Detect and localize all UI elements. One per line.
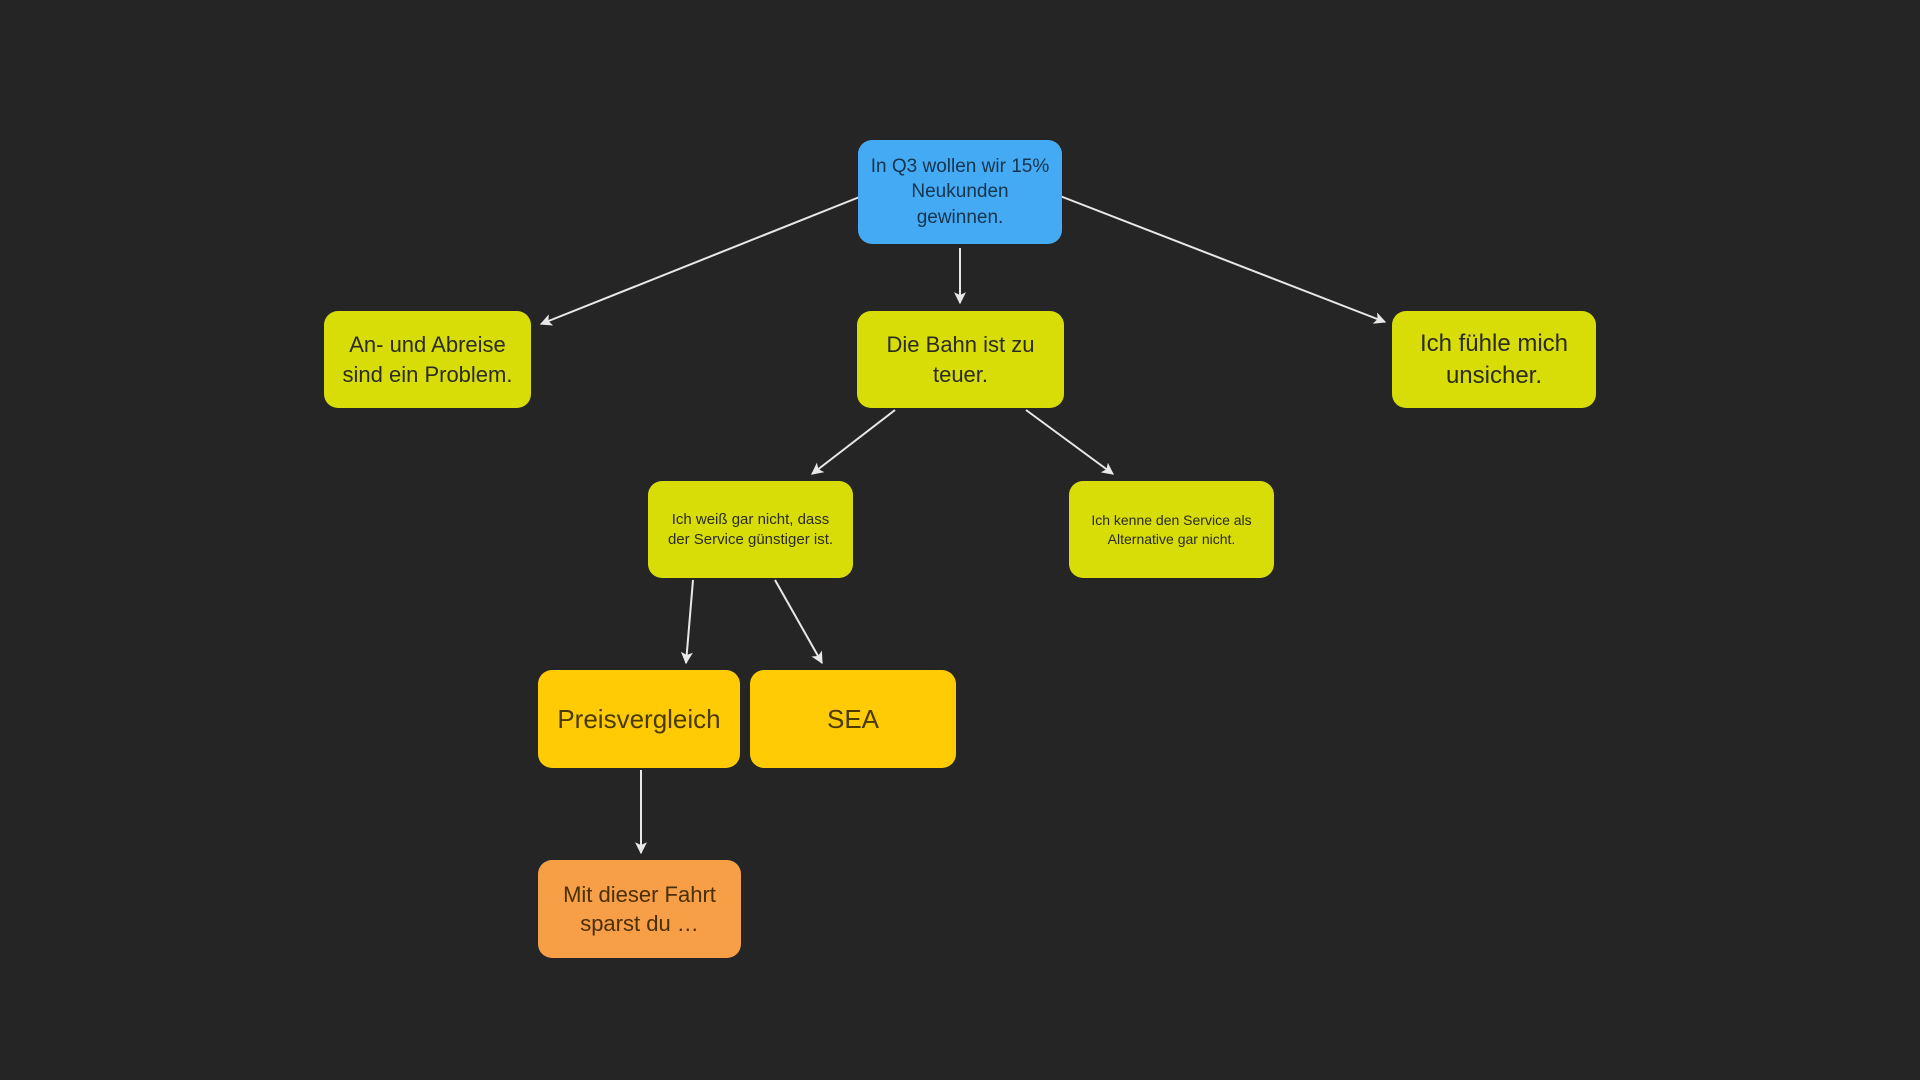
node-alternative[interactable]: Ich kenne den Service als Alternative ga… (1069, 481, 1274, 578)
edge-guenstiger-sea (774, 579, 823, 665)
edge-guenstiger-preis (680, 579, 694, 665)
node-goal[interactable]: In Q3 wollen wir 15% Neukunden gewinnen. (858, 140, 1062, 244)
node-sea[interactable]: SEA (750, 670, 956, 768)
edge-goal-anreise (539, 195, 863, 326)
edge-bahn-alternative (1025, 409, 1114, 475)
node-guenstiger[interactable]: Ich weiß gar nicht, dass der Service gün… (648, 481, 853, 578)
node-preisvergleich[interactable]: Preisvergleich (538, 670, 740, 768)
edge-goal-unsicher (1059, 195, 1387, 324)
edge-bahn-guenstiger (811, 409, 896, 475)
node-bahn[interactable]: Die Bahn ist zu teuer. (857, 311, 1064, 408)
node-fahrt[interactable]: Mit dieser Fahrt sparst du … (538, 860, 741, 958)
node-anreise[interactable]: An- und Abreise sind ein Problem. (324, 311, 531, 408)
node-unsicher[interactable]: Ich fühle mich unsicher. (1392, 311, 1596, 408)
